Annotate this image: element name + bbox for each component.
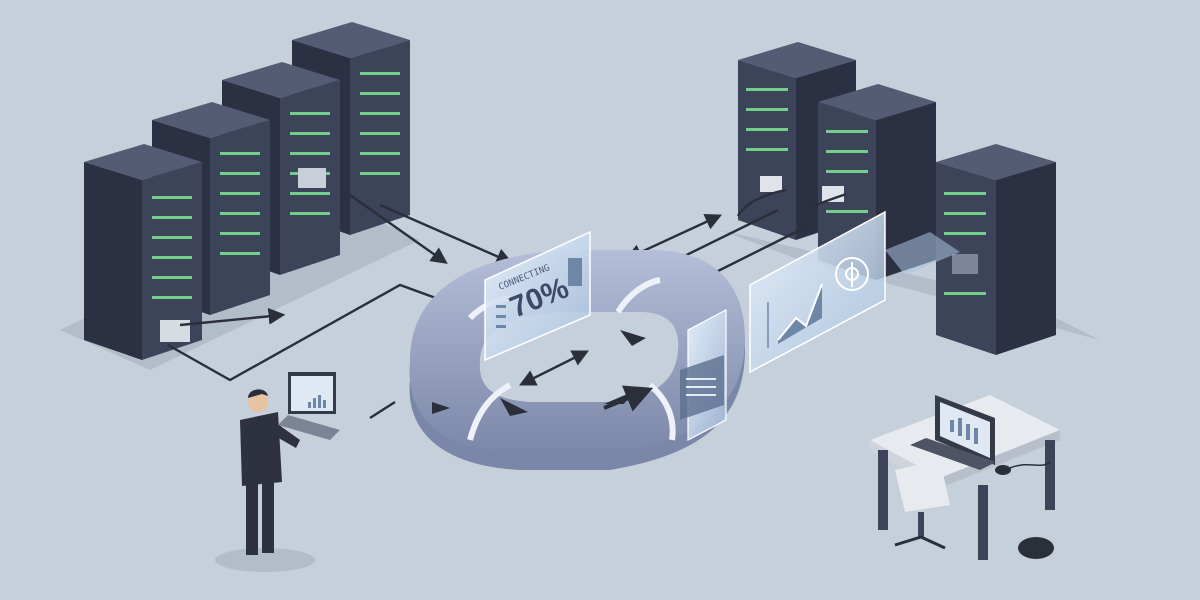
area-chart-icon — [767, 283, 823, 348]
right-server-rack-3 — [936, 144, 1056, 355]
phi-circle-icon — [835, 257, 869, 291]
workstation-desk — [870, 395, 1060, 560]
mouse — [995, 465, 1011, 475]
keyboard — [910, 438, 996, 470]
rack-plug-icon — [822, 186, 844, 202]
bar-chart-icon — [950, 418, 978, 444]
analytics-panel — [749, 210, 960, 374]
log-panel — [680, 309, 727, 441]
person-with-laptop — [215, 372, 340, 572]
printer — [1018, 537, 1054, 559]
rack-connector-icon — [298, 168, 326, 188]
rack-connector-icon — [952, 254, 978, 274]
status-panel: CONNECTING 70% — [484, 230, 591, 362]
rack-plug-icon — [760, 176, 782, 192]
left-server-rack-1 — [84, 144, 202, 360]
bar-chart-icon — [308, 395, 326, 408]
office-chair — [895, 460, 950, 512]
